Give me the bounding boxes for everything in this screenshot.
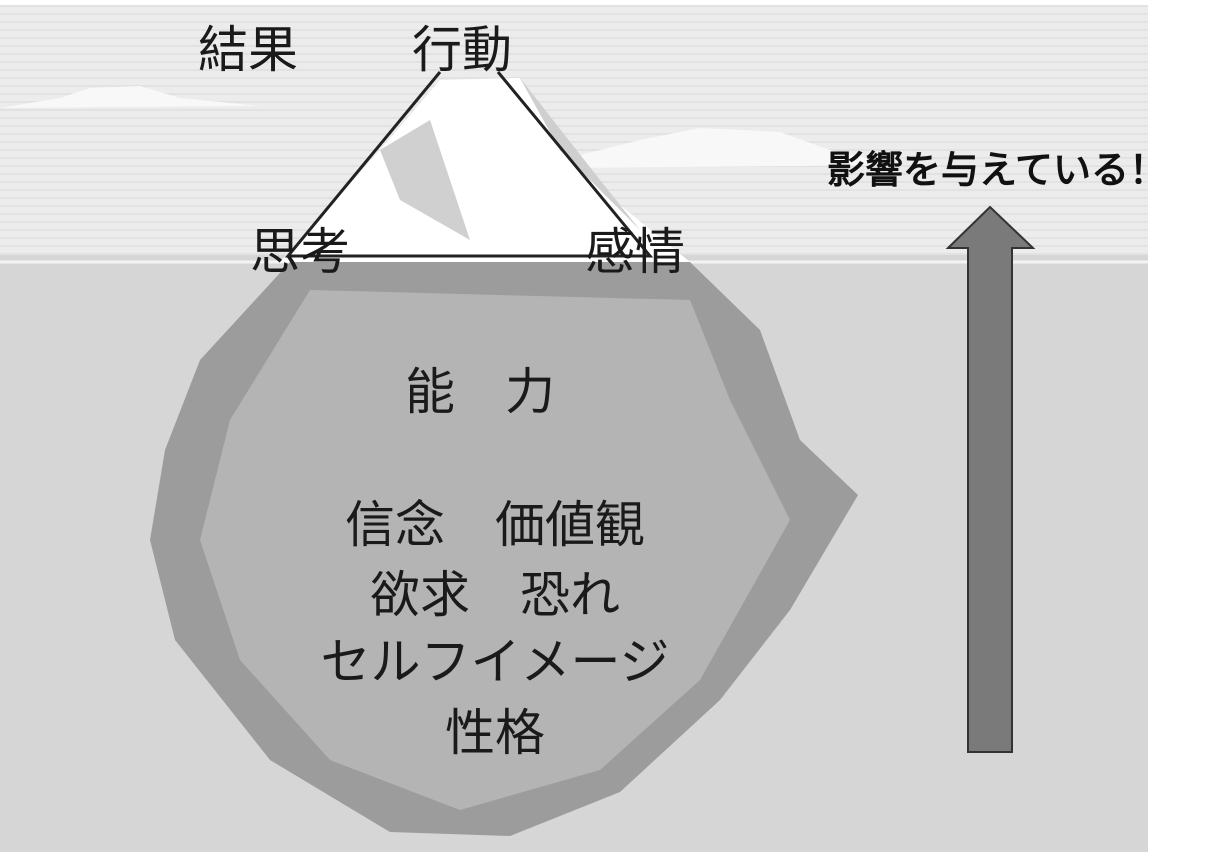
label-personality: 性格 [445,704,545,762]
triangle [284,71,654,258]
iceberg-shadow [380,120,470,240]
label-thought: 思考 [250,223,350,281]
iceberg-inner [200,290,790,810]
label-result: 結果 [198,21,298,79]
label-emotion: 感情 [585,223,685,281]
label-ability: 能 力 [405,363,555,421]
label-influence: 影響を与えている！ [826,148,1168,192]
label-desire-fear: 欲求 恐れ [370,566,620,624]
iceberg-above-water [280,78,690,262]
label-self-image: セルフイメージ [320,633,670,691]
cloud [0,86,260,108]
up-arrow-icon [945,205,1036,753]
label-action: 行動 [412,21,512,79]
label-beliefs-values: 信念 価値観 [345,496,645,554]
cloud [560,128,900,168]
